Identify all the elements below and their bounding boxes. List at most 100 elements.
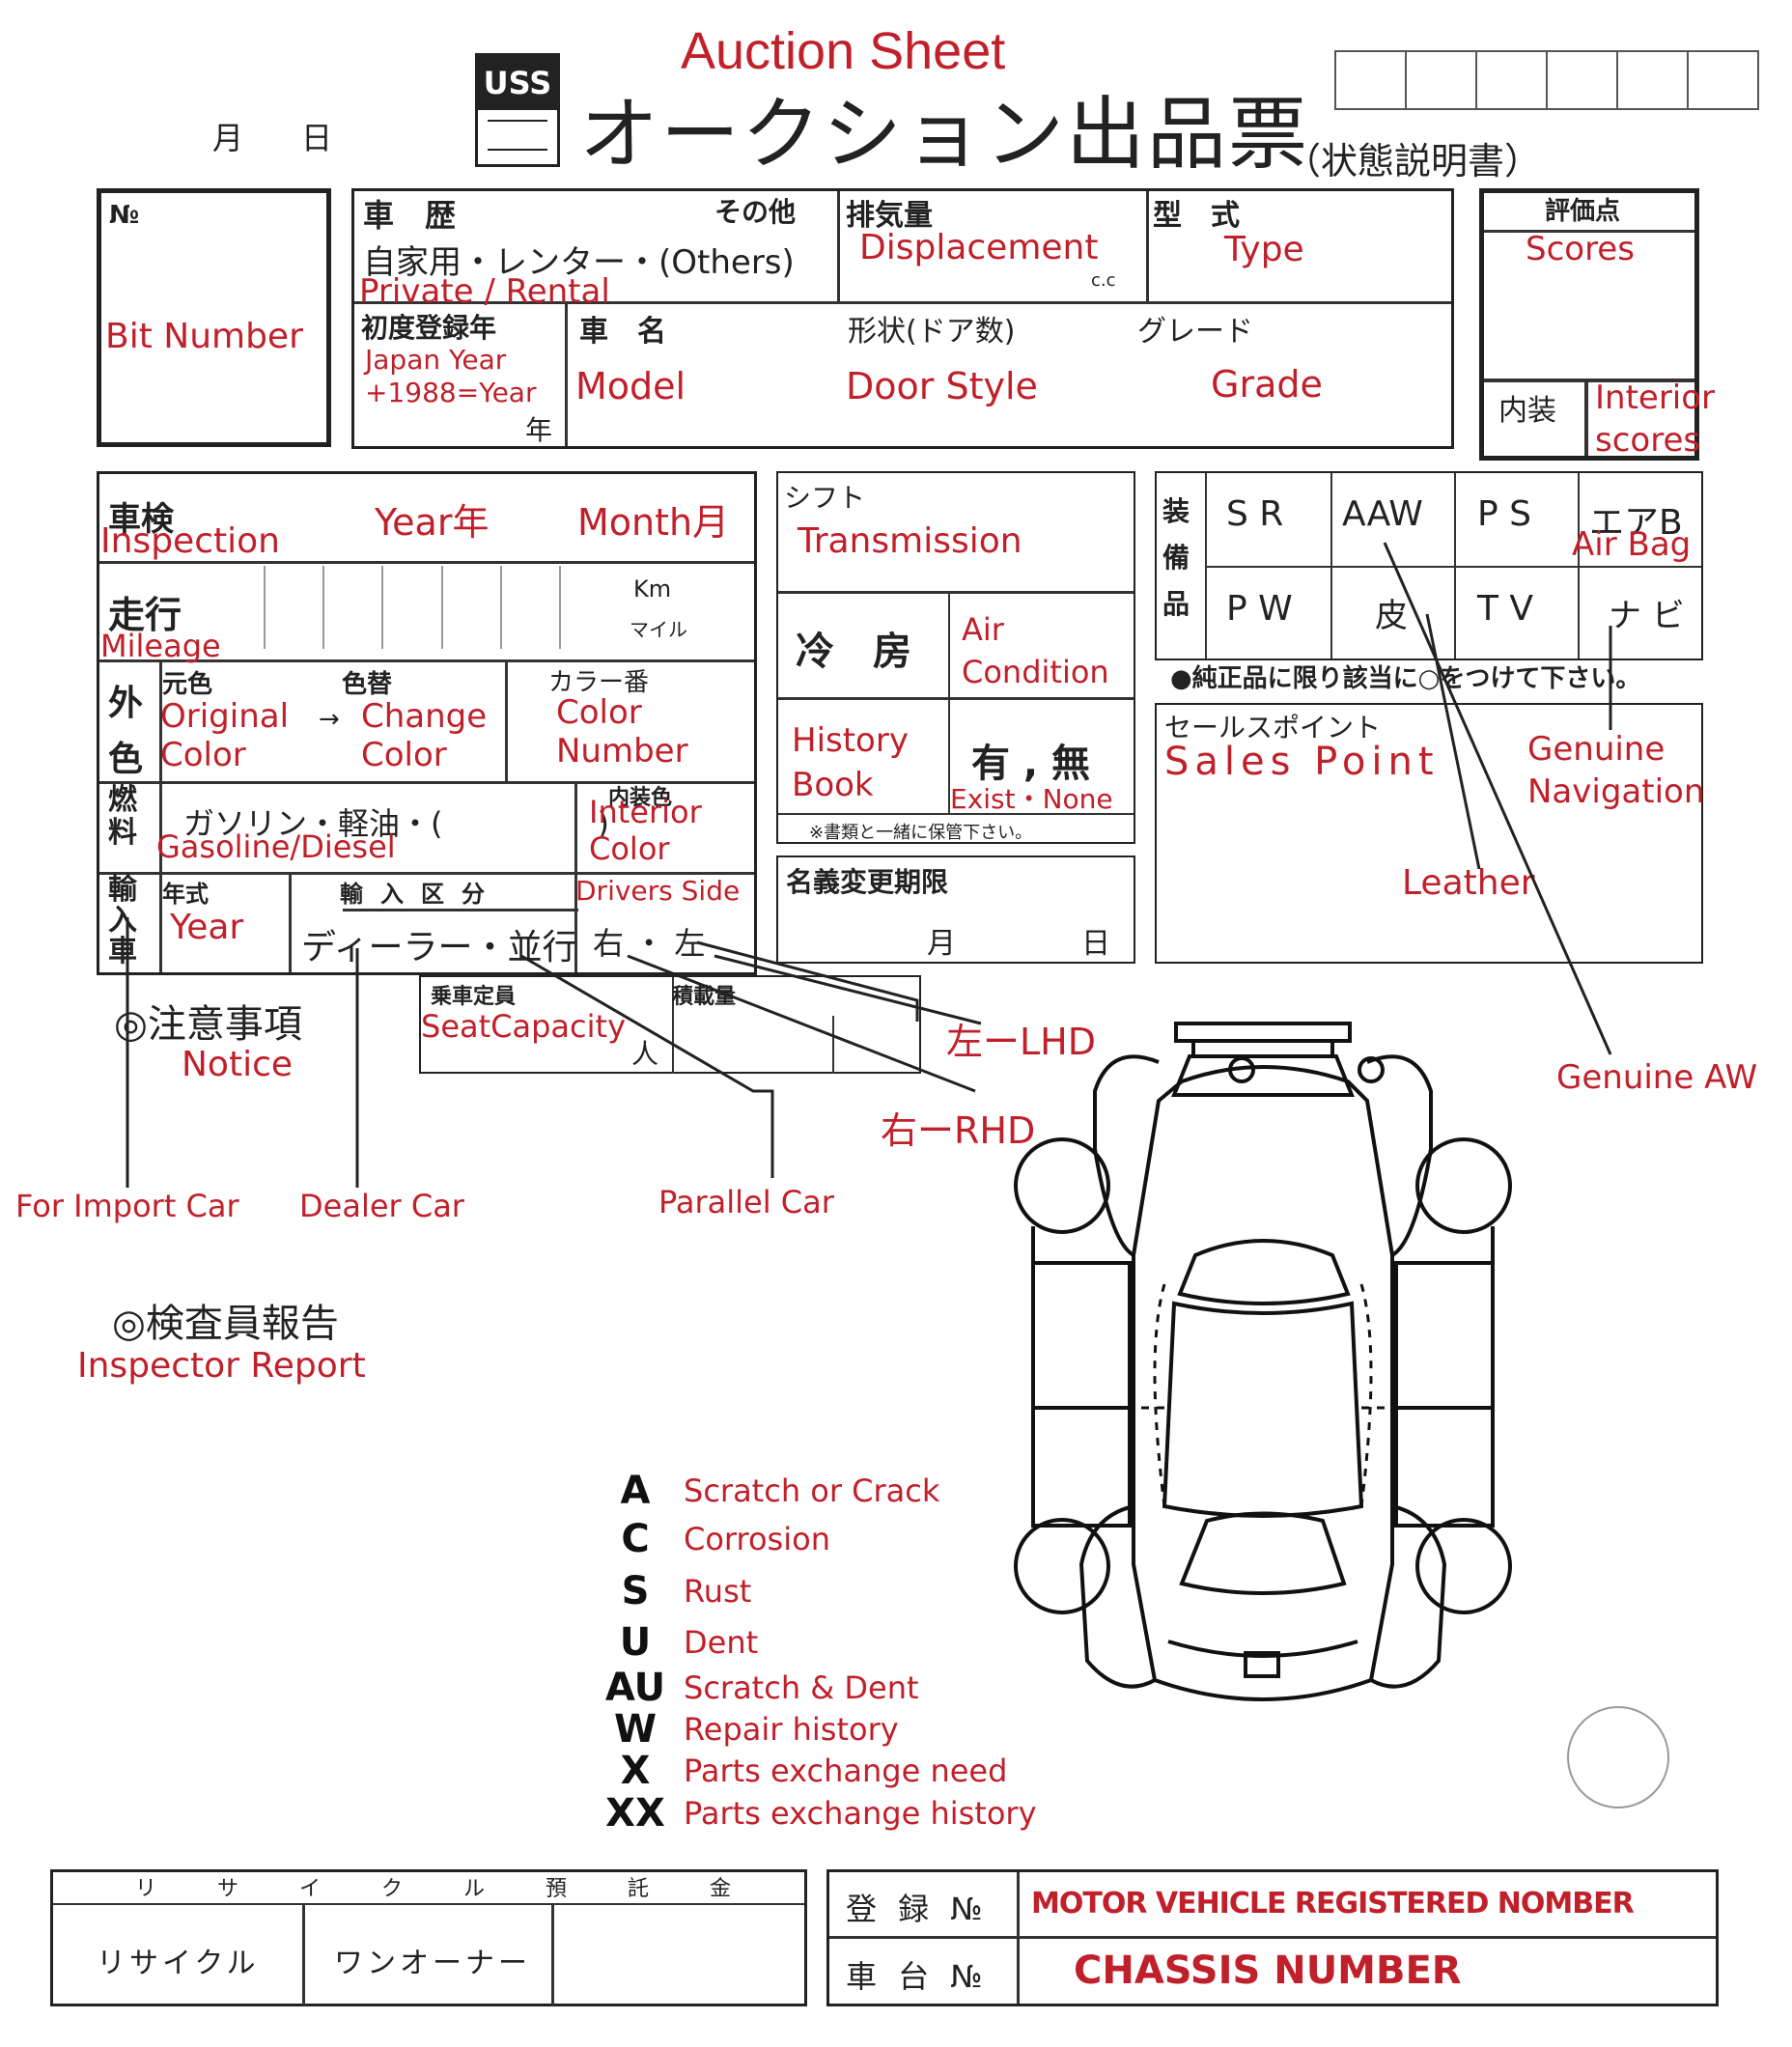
bit-number-box: № Bit Number <box>97 188 331 447</box>
one-owner-label: ワンオーナー <box>334 1947 531 1980</box>
callout-import-car: For Import Car <box>15 1188 239 1224</box>
registration-en: MOTOR VEHICLE REGISTERED NOMBER <box>1031 1887 1635 1921</box>
header-day: 日 <box>301 120 333 156</box>
model-en: Model <box>575 365 686 407</box>
vehicle-info-box <box>351 188 1454 449</box>
mileage-km: Km <box>633 575 672 603</box>
transmission-en: Transmission <box>798 521 1022 561</box>
equipment-jp: 装備品 <box>1162 495 1190 620</box>
seat-capacity-jp: 乗車定員 <box>431 985 517 1009</box>
legend-code: A <box>620 1469 651 1513</box>
recycle-label: リサイクル <box>97 1947 260 1980</box>
equip-airbag-en: Air Bag <box>1572 525 1692 564</box>
equipment-box <box>1155 471 1703 660</box>
legend-desc: Dent <box>684 1624 759 1661</box>
registration-jp: 登 録 № <box>846 1891 989 1927</box>
sales-point-en: Sales Point <box>1164 740 1440 784</box>
displacement-unit: c.c <box>1091 270 1116 291</box>
title-jp: オークション出品票 <box>579 89 1310 181</box>
recycle-header: リ サ イ ク ル 預 託 金 <box>135 1877 758 1901</box>
history-book-choices: 有 , 無 <box>971 742 1091 786</box>
name-change-jp: 名義変更期限 <box>786 866 949 898</box>
interior-jp: 内装 <box>1498 394 1556 428</box>
inspection-month: Month月 <box>577 501 730 544</box>
legend-desc: Rust <box>684 1573 752 1610</box>
legend-row: X Parts exchange need <box>587 1749 1128 1793</box>
equip-aw: AAW <box>1342 494 1423 534</box>
car-type-other: その他 <box>714 196 797 228</box>
mileage-en: Mileage <box>100 628 221 664</box>
legend-row: S Rust <box>587 1564 1128 1618</box>
history-book-choices-en: Exist・None <box>950 783 1113 815</box>
legend-code: W <box>613 1707 658 1752</box>
legend-code: C <box>621 1517 650 1561</box>
legend-row: C Corrosion <box>587 1514 1128 1564</box>
equip-ps: P S <box>1477 494 1532 534</box>
change-color-en: Change Color <box>361 697 488 774</box>
first-reg-jp: 初度登録年 <box>361 312 497 344</box>
fuel-choices: ガソリン・軽油・( ) <box>183 805 609 842</box>
history-book-note: ※書類と一緒に保管下さい。 <box>809 823 1033 843</box>
legend-code: AU <box>604 1666 666 1710</box>
interior-en: Interior scores <box>1595 379 1716 460</box>
legend-row: A Scratch or Crack <box>587 1468 1128 1514</box>
history-book-en: History Book <box>792 721 909 804</box>
callout-parallel-car: Parallel Car <box>658 1184 834 1220</box>
legend-row: AU Scratch & Dent <box>587 1666 1128 1710</box>
scores-box <box>1479 188 1699 461</box>
notice-en: Notice <box>182 1045 294 1084</box>
color-jp: 外色 <box>108 684 144 779</box>
legend-row: XX Parts exchange history <box>587 1791 1128 1836</box>
damage-legend: A Scratch or Crack C Corrosion S Rust U … <box>587 1468 1128 1836</box>
genuine-nav-2: Navigation <box>1527 772 1705 811</box>
car-type-jp: 車 歴 <box>363 197 457 234</box>
bit-number-jp: № <box>109 201 140 230</box>
transmission-box <box>776 471 1135 844</box>
genuine-nav-1: Genuine <box>1527 730 1666 769</box>
first-reg-en1: Japan Year <box>365 344 507 376</box>
aircon-jp: 冷 房 <box>796 630 911 674</box>
type-jp: 型 式 <box>1153 199 1240 233</box>
legend-row: U Dent <box>587 1618 1128 1667</box>
import-year-en: Year <box>170 908 244 947</box>
import-jp: 輸入車 <box>108 873 137 968</box>
mileage-mile: マイル <box>630 618 687 641</box>
import-class-jp: 輸入区分 <box>340 881 502 908</box>
legend-row: W Repair history <box>587 1707 1128 1752</box>
legend-code: XX <box>605 1791 665 1836</box>
aircon-en: Air Condition <box>962 611 1109 690</box>
color-arrow: → <box>319 705 340 734</box>
fuel-en: Gasoline/Diesel <box>156 828 396 865</box>
notice-jp: ◎注意事項 <box>114 1002 302 1047</box>
displacement-en: Displacement <box>859 228 1099 267</box>
inspector-report-en: Inspector Report <box>77 1346 366 1386</box>
color-number-jp: カラー番 <box>548 668 650 697</box>
drivers-side-en: Drivers Side <box>575 875 741 907</box>
transmission-jp: シフト <box>784 482 866 514</box>
inspection-box <box>97 471 757 975</box>
change-color-jp: 色替 <box>342 670 393 699</box>
bit-number-label: Bit Number <box>105 317 303 356</box>
scores-en: Scores <box>1526 230 1635 268</box>
equip-airbag-jp: エアB <box>1589 503 1683 543</box>
uss-logo-text: USS <box>478 56 557 110</box>
door-style-jp: 形状(ドア数) <box>848 315 1016 349</box>
chassis-jp: 車 台 № <box>846 1958 989 1995</box>
mileage-digits <box>207 566 618 649</box>
color-number-en: Color Number <box>556 693 688 771</box>
lot-number-boxes <box>1334 50 1759 110</box>
interior-color-jp: 内装色 <box>608 786 673 810</box>
callout-rhd: 右ーRHD <box>881 1109 1036 1152</box>
seat-capacity-box <box>419 975 921 1074</box>
legend-desc: Repair history <box>684 1711 899 1748</box>
type-en: Type <box>1224 230 1304 269</box>
inspection-en: Inspection <box>100 521 280 561</box>
legend-desc: Parts exchange history <box>684 1795 1037 1832</box>
first-reg-en2: +1988=Year <box>365 377 537 408</box>
legend-code: X <box>620 1749 651 1793</box>
leather-en: Leather <box>1402 863 1535 903</box>
drivers-side-value: 右 ・ 左 <box>593 925 706 962</box>
car-type-en: Private / Rental <box>359 272 610 311</box>
